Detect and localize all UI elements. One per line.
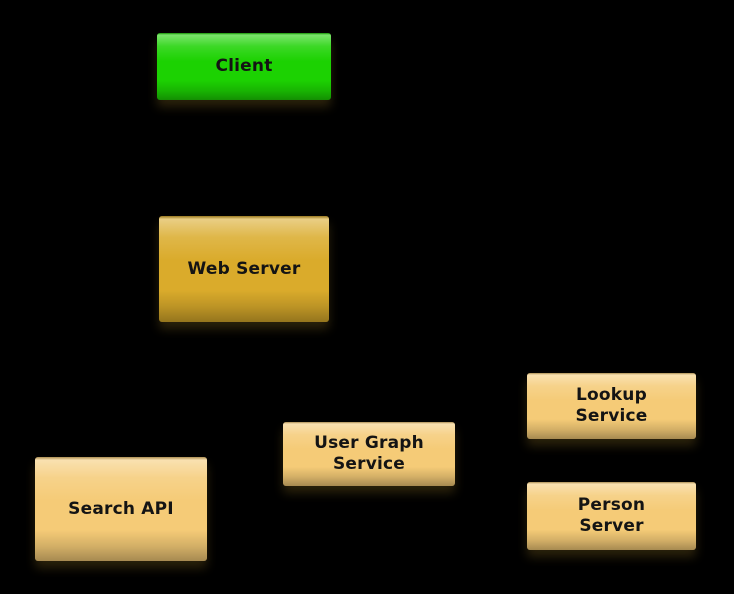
node-person-server-label: Person Server (577, 495, 646, 536)
node-web-server: Web Server (159, 216, 329, 322)
node-lookup-service-label: Lookup Service (575, 385, 648, 426)
node-person-server: Person Server (527, 482, 696, 550)
node-client: Client (157, 33, 331, 100)
node-search-api-label: Search API (68, 498, 174, 519)
node-search-api: Search API (35, 457, 207, 561)
node-user-graph-service: User Graph Service (283, 422, 455, 486)
node-web-server-label: Web Server (187, 258, 301, 279)
node-client-label: Client (215, 56, 273, 76)
node-lookup-service: Lookup Service (527, 373, 696, 439)
node-user-graph-service-label: User Graph Service (314, 433, 424, 474)
